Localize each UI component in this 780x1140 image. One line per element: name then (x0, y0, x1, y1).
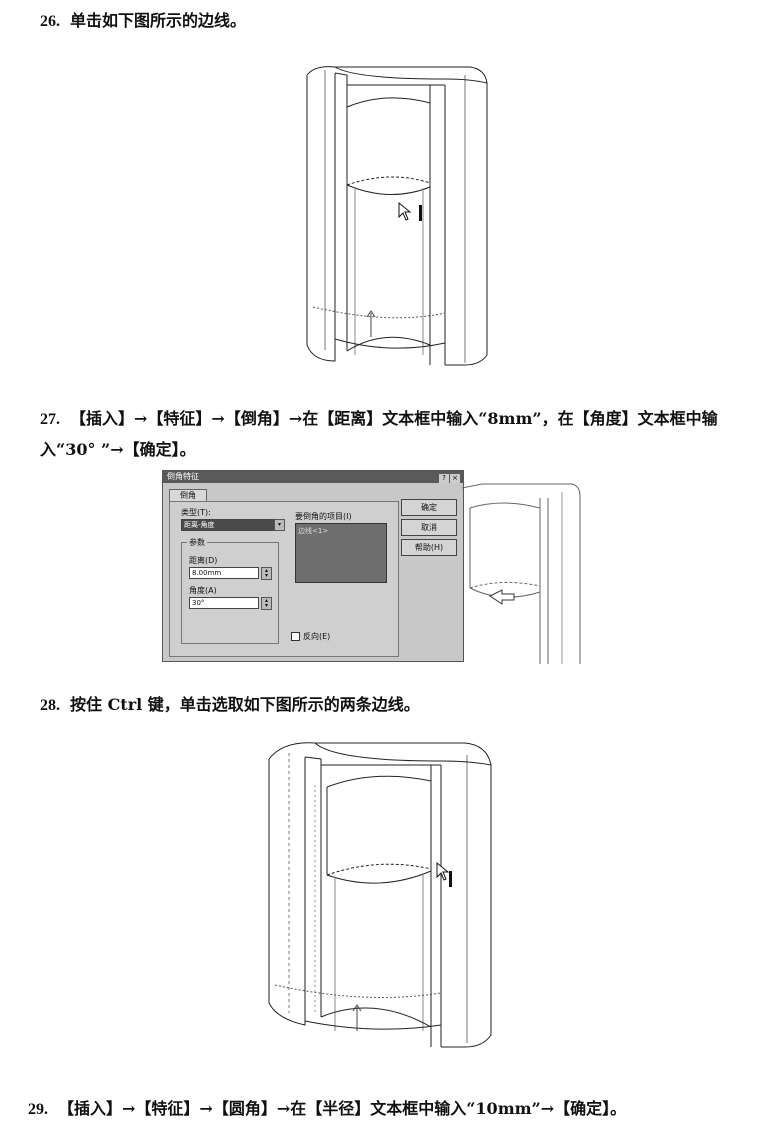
angle-spinner[interactable]: ▴▾ (261, 597, 272, 610)
step-text: 【插入】→【特征】→【倒角】→在【距离】文本框中输入“8mm”，在【角度】文本框… (40, 409, 718, 459)
step-29: 29. 【插入】→【特征】→【圆角】→在【半径】文本框中输入“10mm”→【确定】… (28, 1094, 758, 1125)
step-number: 26. (40, 13, 60, 30)
model-figure-dialog-bg (462, 483, 581, 664)
step-28: 28. 按住 Ctrl 键，单击选取如下图所示的两条边线。 (40, 690, 758, 721)
step-number: 27. (40, 411, 60, 428)
step-26: 26. 单击如下图所示的边线。 (40, 6, 758, 37)
type-label: 类型(T): (181, 508, 211, 517)
step-text: 按住 Ctrl 键，单击选取如下图所示的两条边线。 (70, 695, 420, 714)
reverse-checkbox[interactable]: 反向(E) (291, 631, 330, 642)
angle-input[interactable]: 30° (189, 597, 259, 609)
cancel-button[interactable]: 取消 (401, 519, 457, 536)
distance-label: 距离(D) (189, 556, 218, 565)
chamfer-dialog: 倒角特征 ?× 倒角 类型(T): 距离-角度 ▾ 参数 距离(D) 8.00m… (162, 470, 464, 662)
checkbox-icon (291, 632, 300, 641)
close-icon[interactable]: × (450, 474, 460, 483)
angle-label: 角度(A) (189, 586, 217, 595)
distance-input[interactable]: 8.00mm (189, 567, 259, 579)
step-text: 【插入】→【特征】→【圆角】→在【半径】文本框中输入“10mm”→【确定】。 (58, 1099, 627, 1118)
tab-chamfer[interactable]: 倒角 (169, 489, 207, 502)
ok-button[interactable]: 确定 (401, 499, 457, 516)
reverse-label: 反向(E) (303, 632, 331, 641)
params-group (181, 542, 279, 644)
params-label: 参数 (187, 537, 207, 548)
distance-spinner[interactable]: ▴▾ (261, 567, 272, 580)
step-27: 27.【插入】→【特征】→【倒角】→在【距离】文本框中输入“8mm”，在【角度】… (40, 404, 758, 465)
dialog-titlebar: 倒角特征 ?× (163, 471, 463, 483)
step-number: 29. (28, 1101, 48, 1118)
items-list-entry: 边线<1> (298, 527, 329, 535)
model-figure-3 (268, 742, 492, 1048)
items-list[interactable]: 边线<1> (295, 523, 387, 583)
help-button[interactable]: 帮助(H) (401, 539, 457, 556)
model-figure-1 (306, 66, 488, 366)
step-text: 单击如下图所示的边线。 (70, 11, 247, 30)
type-select[interactable]: 距离-角度 (181, 519, 275, 531)
chevron-down-icon[interactable]: ▾ (274, 519, 285, 531)
help-icon[interactable]: ? (439, 474, 449, 483)
items-label: 要倒角的项目(I) (295, 512, 352, 521)
step-number: 28. (40, 697, 60, 714)
dialog-title: 倒角特征 (167, 472, 199, 481)
type-value: 距离-角度 (184, 521, 215, 529)
